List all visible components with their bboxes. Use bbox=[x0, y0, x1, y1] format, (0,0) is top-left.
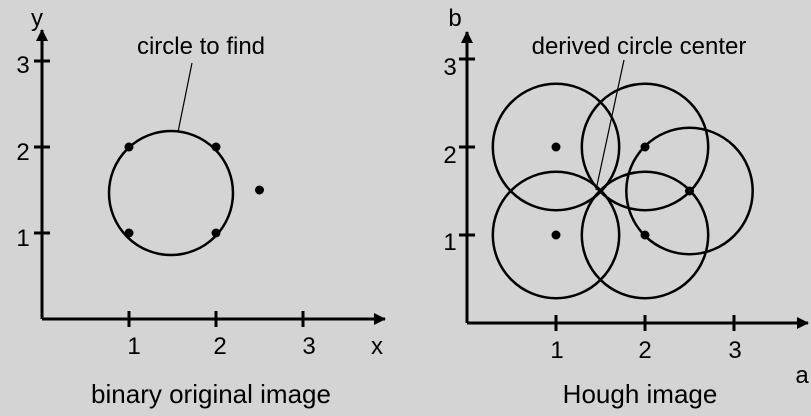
hough-point-3 bbox=[551, 142, 561, 152]
derived-center-label: derived circle center bbox=[532, 33, 747, 60]
hough-circle-1 bbox=[491, 170, 621, 300]
right-caption: Hough image bbox=[563, 379, 718, 409]
circle-to-find bbox=[107, 129, 235, 257]
left-panel: 1 2 3 1 2 3 x y circle to find binary or… bbox=[16, 5, 386, 409]
right-tick-labels: 1 2 3 1 2 3 bbox=[443, 54, 741, 364]
left-y-tick-label-3: 3 bbox=[16, 52, 29, 79]
hough-circle-4 bbox=[580, 82, 710, 212]
right-y-axis-label: b bbox=[448, 5, 461, 32]
left-caption: binary original image bbox=[91, 379, 331, 409]
hough-circle-5 bbox=[625, 126, 754, 256]
hough-point-2 bbox=[640, 230, 650, 240]
left-x-tick-label-1: 1 bbox=[127, 333, 140, 360]
left-y-axis-label: y bbox=[31, 5, 43, 32]
hough-point-5 bbox=[685, 186, 694, 196]
hough-circles bbox=[491, 82, 754, 300]
left-tick-labels: 1 2 3 1 2 3 bbox=[16, 52, 315, 360]
right-x-tick-label-2: 2 bbox=[638, 337, 651, 364]
left-y-tick-label-2: 2 bbox=[16, 139, 29, 166]
left-x-tick-label-2: 2 bbox=[213, 333, 226, 360]
hough-circle-2 bbox=[580, 170, 710, 300]
right-points bbox=[551, 142, 694, 240]
edge-point-3 bbox=[124, 142, 134, 152]
edge-point-2 bbox=[211, 228, 221, 238]
left-x-tick-label-3: 3 bbox=[302, 333, 315, 360]
hough-point-4 bbox=[640, 142, 650, 152]
left-ticks bbox=[34, 59, 305, 327]
right-y-tick-label-2: 2 bbox=[443, 142, 456, 169]
right-y-tick-label-3: 3 bbox=[443, 54, 456, 81]
right-y-tick-label-1: 1 bbox=[443, 229, 456, 256]
right-panel: 1 2 3 1 2 3 a b derived circle center Ho… bbox=[443, 5, 809, 409]
right-x-tick-label-1: 1 bbox=[550, 337, 563, 364]
hough-circle-3 bbox=[491, 82, 621, 212]
left-x-axis-label: x bbox=[371, 333, 383, 360]
right-x-axis-label: a bbox=[795, 362, 809, 389]
edge-point-1 bbox=[124, 228, 134, 238]
hough-point-1 bbox=[551, 230, 561, 240]
edge-point-4 bbox=[211, 142, 221, 152]
left-points bbox=[124, 142, 264, 238]
right-x-tick-label-3: 3 bbox=[728, 337, 741, 364]
derived-center-pointer bbox=[595, 59, 625, 191]
edge-point-5 bbox=[255, 185, 264, 195]
left-y-tick-label-1: 1 bbox=[16, 225, 29, 252]
circle-to-find-pointer bbox=[177, 62, 193, 133]
right-ticks bbox=[459, 57, 736, 331]
circle-to-find-label: circle to find bbox=[137, 33, 265, 60]
